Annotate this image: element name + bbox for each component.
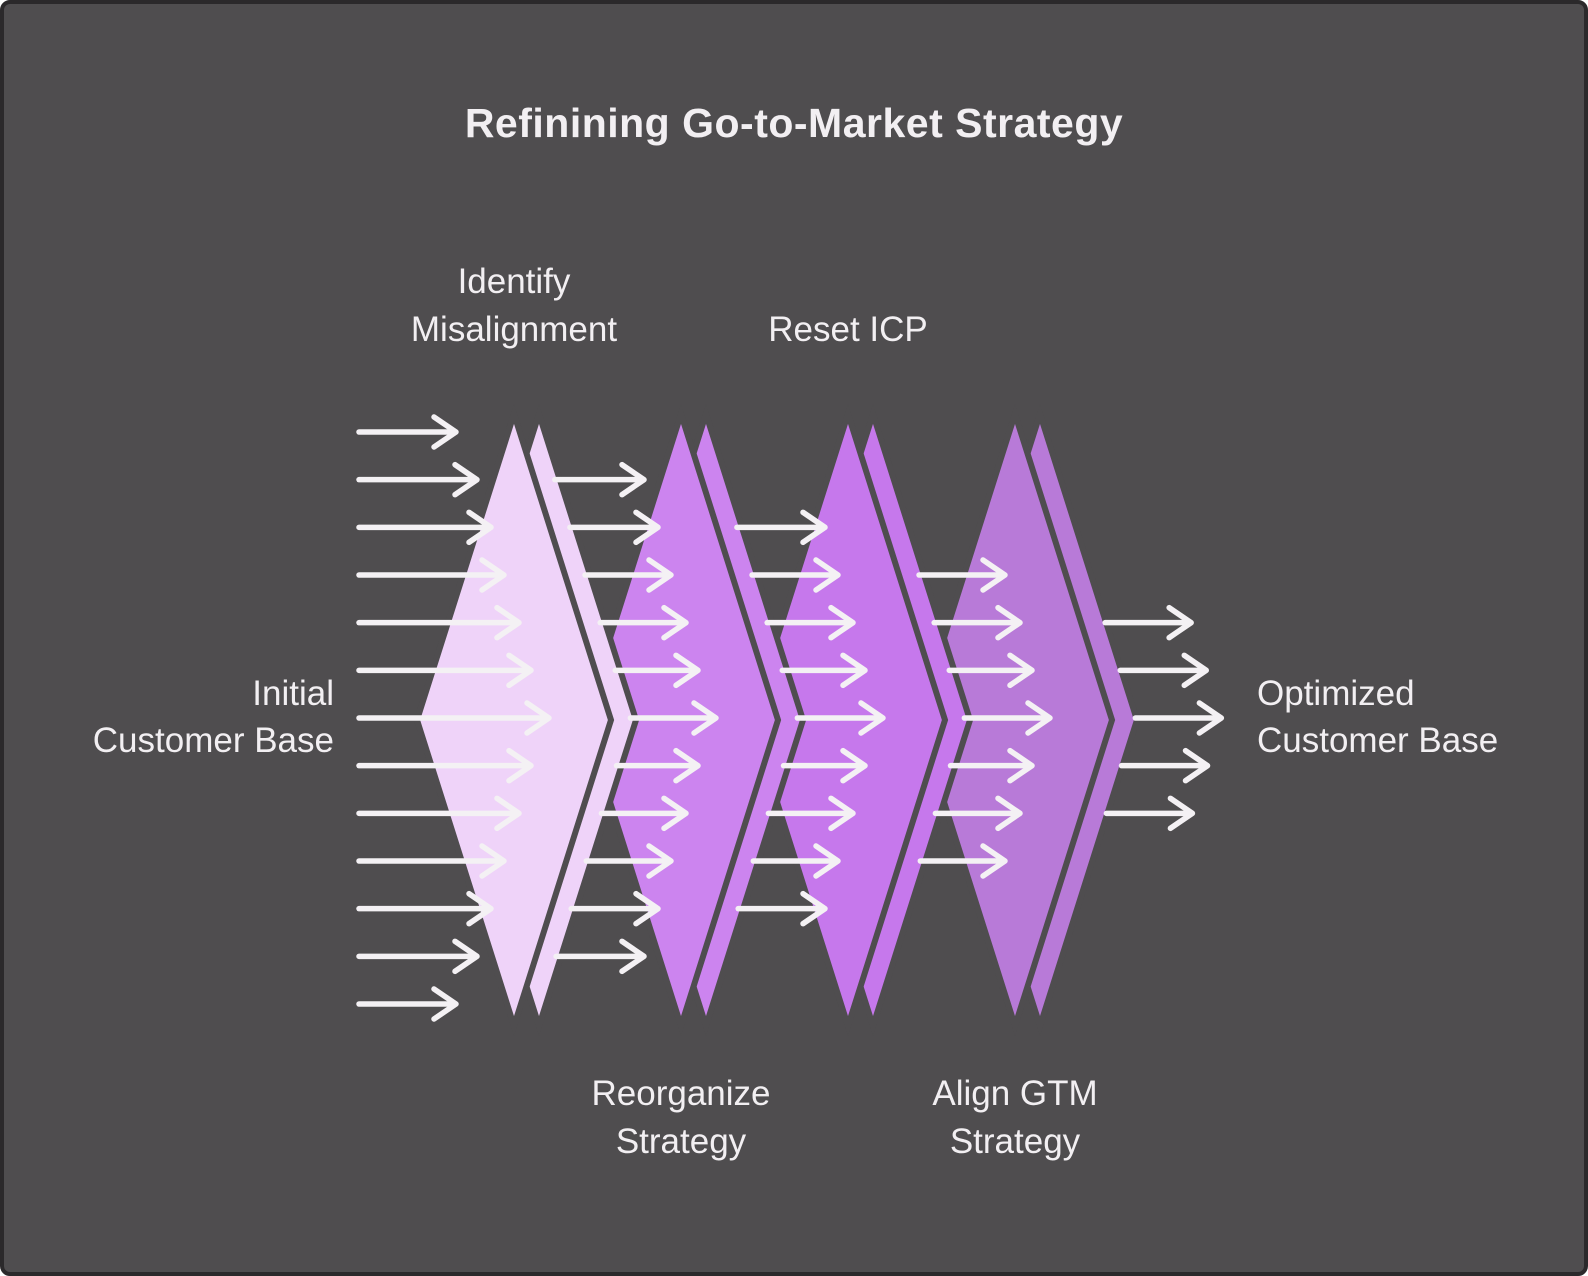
arrow-head [1196, 700, 1225, 736]
stage-label-align-gtm-strategy: Align GTM Strategy [805, 1070, 1225, 1166]
arrow-head [813, 843, 841, 879]
arrow-head [1025, 700, 1053, 736]
arrow-head [828, 604, 856, 641]
arrow-head [494, 795, 522, 832]
arrow-head [452, 938, 480, 975]
side-label-line: Optimized [1257, 674, 1415, 713]
flow-arrows [356, 414, 1225, 1022]
arrow-head [661, 604, 689, 641]
arrow-head [980, 557, 1008, 593]
stage-label-identify-misalignment: Identify Misalignment [304, 258, 724, 354]
arrow-head [479, 557, 507, 593]
arrow-head [995, 795, 1023, 832]
arrow-head [646, 843, 674, 879]
arrow-head [673, 652, 701, 689]
diagram-title: Refinining Go-to-Market Strategy [464, 100, 1124, 146]
arrow-head [431, 986, 459, 1022]
stage-label-reset-icp: Reset ICP [638, 306, 1058, 354]
arrow-head [995, 604, 1023, 641]
arrow-head [840, 747, 868, 784]
arrow-head [479, 843, 507, 879]
arrow-head [506, 652, 534, 689]
arrow-head [1182, 747, 1211, 784]
side-label-line: Customer Base [1257, 721, 1499, 760]
arrow-head [800, 890, 828, 927]
side-label-line: Initial [252, 674, 334, 713]
arrow-head [466, 509, 494, 546]
stage-label-line: Strategy [615, 1122, 747, 1161]
arrow-head [691, 700, 719, 736]
arrow-head [673, 747, 701, 784]
arrow-head [840, 652, 868, 689]
stage-label-line: Misalignment [410, 310, 618, 349]
arrow-head [633, 890, 661, 927]
arrow-head [1007, 747, 1035, 784]
arrow-head [813, 557, 841, 593]
arrow-head [619, 938, 647, 975]
stage-label-line: Identify [457, 262, 571, 301]
side-label-line: Customer Base [92, 721, 334, 760]
arrow-head [858, 700, 886, 736]
arrow-head [1181, 652, 1210, 689]
arrow-head [1007, 652, 1035, 689]
stage-label-line: Reorganize [591, 1074, 771, 1113]
output-label-optimized-customer-base: Optimized Customer Base [1257, 670, 1584, 764]
stage-label-line: Align GTM [932, 1074, 1098, 1113]
arrow-head [494, 604, 522, 641]
arrow-head [661, 795, 689, 832]
arrow-head [431, 414, 459, 450]
arrow-head [619, 461, 647, 498]
arrow-head [1167, 795, 1196, 832]
arrow-head [980, 843, 1008, 879]
arrow-head [828, 795, 856, 832]
stage-label-reorganize-strategy: Reorganize Strategy [471, 1070, 891, 1166]
stage-label-line: Strategy [949, 1122, 1081, 1161]
arrow-head [633, 509, 661, 546]
arrow-head [452, 461, 480, 498]
arrow-head [506, 747, 534, 784]
arrow-head [800, 509, 828, 546]
input-label-initial-customer-base: Initial Customer Base [34, 670, 334, 764]
stage-label-line: Reset ICP [768, 310, 928, 349]
flow-diagram-graphic [356, 404, 1225, 1036]
arrow-head [1166, 604, 1194, 641]
arrow-head [466, 890, 494, 927]
arrow-head [524, 700, 552, 736]
arrow-head [646, 557, 674, 593]
